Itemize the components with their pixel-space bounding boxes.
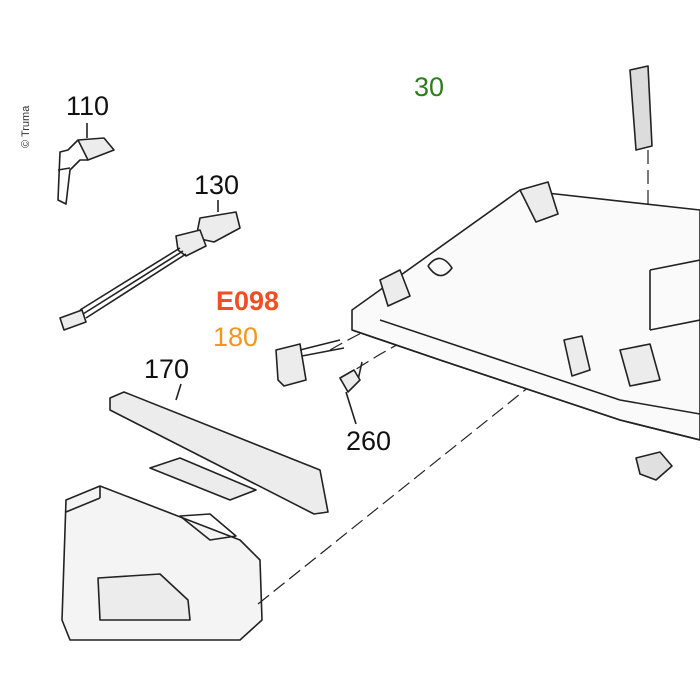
label-130: 130: [194, 170, 240, 200]
part-260-connector: [339, 361, 363, 425]
base-plate: [351, 181, 700, 441]
label-180: 180: [213, 322, 259, 352]
copyright-text: © Truma: [20, 105, 32, 148]
rod-and-nut: [629, 65, 673, 481]
part-170-lens: [109, 383, 329, 515]
label-e098: E098: [216, 286, 280, 316]
label-30: 30: [414, 72, 445, 102]
label-260: 260: [346, 426, 392, 456]
part-110-clip: [57, 123, 115, 205]
housing-frame: [61, 485, 263, 641]
label-170: 170: [144, 354, 190, 384]
label-110: 110: [66, 91, 110, 121]
part-130-cable: [59, 200, 241, 331]
part-180-switch: [275, 339, 345, 387]
